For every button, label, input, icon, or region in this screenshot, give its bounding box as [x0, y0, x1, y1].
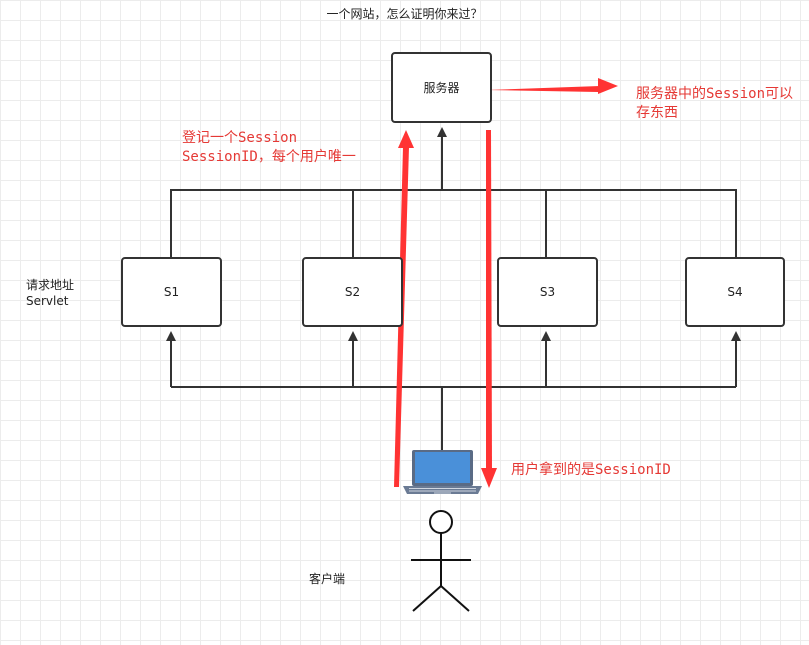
server-session-note-line1: 服务器中的Session可以 — [636, 86, 794, 102]
client-label: 客户端 — [309, 572, 346, 586]
client-sessionid-note: 用户拿到的是SessionID — [511, 462, 671, 478]
servlet-label: S2 — [344, 285, 361, 299]
request-address-label: 请求地址 Servlet — [26, 277, 74, 309]
request-address-line1: 请求地址 — [26, 278, 75, 292]
red-arrow-down-to-client-head — [481, 468, 497, 488]
server-box: 服务器 — [391, 52, 492, 123]
red-arrow-to-server-note — [486, 86, 600, 92]
laptop-icon — [403, 450, 482, 494]
server-session-note: 服务器中的Session可以 存东西 — [636, 85, 793, 123]
register-session-note-line1: 登记一个Session — [182, 130, 298, 146]
request-address-line2: Servlet — [26, 294, 69, 308]
register-session-note: 登记一个Session SessionID，每个用户唯一 — [182, 129, 356, 167]
red-arrow-up-to-server-head — [398, 130, 414, 148]
servlet-label: S1 — [163, 285, 180, 299]
server-session-note-line2: 存东西 — [636, 105, 678, 121]
servlet-box-s2: S2 — [302, 257, 403, 327]
red-arrow-down-to-client — [486, 130, 492, 470]
servlet-box-s1: S1 — [121, 257, 222, 327]
upper-bus — [170, 127, 737, 257]
servlet-box-s3: S3 — [497, 257, 598, 327]
servlet-box-s4: S4 — [685, 257, 785, 327]
servlet-label: S3 — [539, 285, 556, 299]
diagram-title: 一个网站，怎么证明你来过？ — [326, 7, 483, 21]
register-session-note-line2: SessionID，每个用户唯一 — [182, 149, 356, 165]
lower-bus — [166, 331, 741, 450]
servlet-label: S4 — [727, 285, 743, 299]
server-label: 服务器 — [423, 81, 460, 95]
stick-figure-icon — [411, 510, 471, 612]
red-arrow-to-server-note-head — [598, 78, 618, 94]
